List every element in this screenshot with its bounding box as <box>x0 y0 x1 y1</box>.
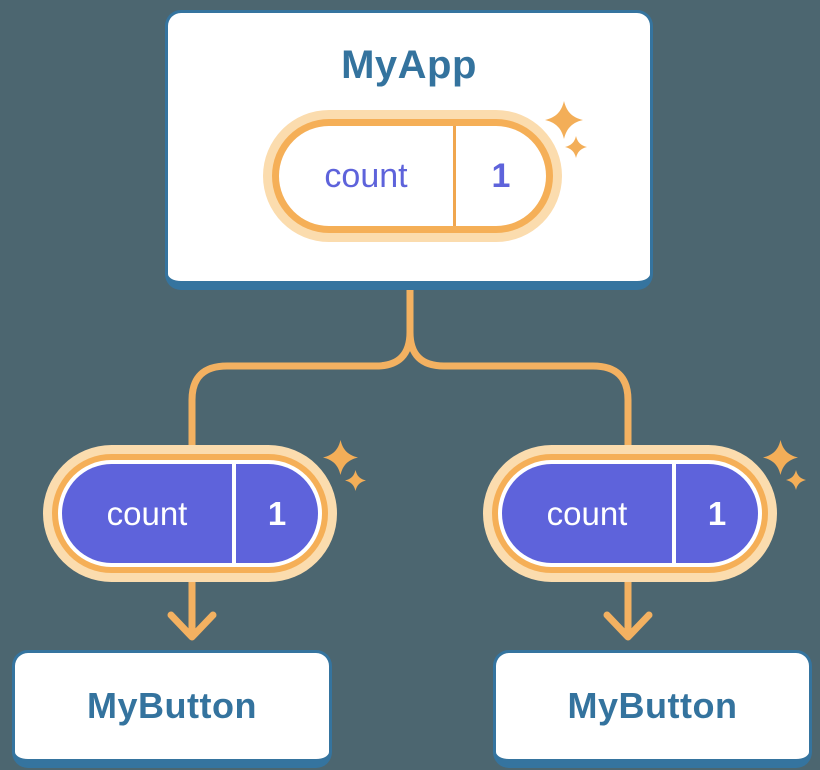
component-node-mybutton-right: MyButton <box>493 650 812 768</box>
pill-glow-ring: count 1 <box>483 445 777 582</box>
sparkle-icon <box>345 470 366 491</box>
sparkle-icon <box>545 101 583 139</box>
state-pill-mybutton-right: count 1 <box>483 445 777 582</box>
pill-glow-ring: count 1 <box>263 110 562 242</box>
pill-glow-ring: count 1 <box>43 445 337 582</box>
component-title: MyButton <box>567 685 738 726</box>
pill-divider <box>672 464 676 563</box>
pill-orange-ring: count 1 <box>492 454 768 573</box>
state-value: 1 <box>267 494 287 532</box>
sparkle-icon <box>786 470 806 490</box>
sparkle-icon <box>763 440 798 475</box>
state-value: 1 <box>491 156 511 195</box>
state-pill-myapp: count 1 <box>263 110 562 242</box>
component-title: MyApp <box>341 43 477 87</box>
pill-orange-ring: count 1 <box>52 454 328 573</box>
state-name: count <box>106 494 188 532</box>
pill-divider <box>453 126 456 226</box>
sparkle-icon <box>565 136 587 158</box>
pill-white-ring: count 1 <box>58 460 322 567</box>
state-value: 1 <box>707 494 727 532</box>
pill-divider <box>232 464 236 563</box>
state-name: count <box>324 156 408 195</box>
connector-branch-right <box>406 283 632 456</box>
component-title: MyButton <box>87 685 257 726</box>
sparkle-icon <box>323 440 358 475</box>
pill-white-ring: count 1 <box>498 460 762 567</box>
state-pill-mybutton-left: count 1 <box>43 445 337 582</box>
connector-branch-left <box>188 283 414 456</box>
component-node-mybutton-left: MyButton <box>12 650 332 768</box>
state-name: count <box>546 494 628 532</box>
pill-orange-ring: count 1 <box>272 119 553 233</box>
